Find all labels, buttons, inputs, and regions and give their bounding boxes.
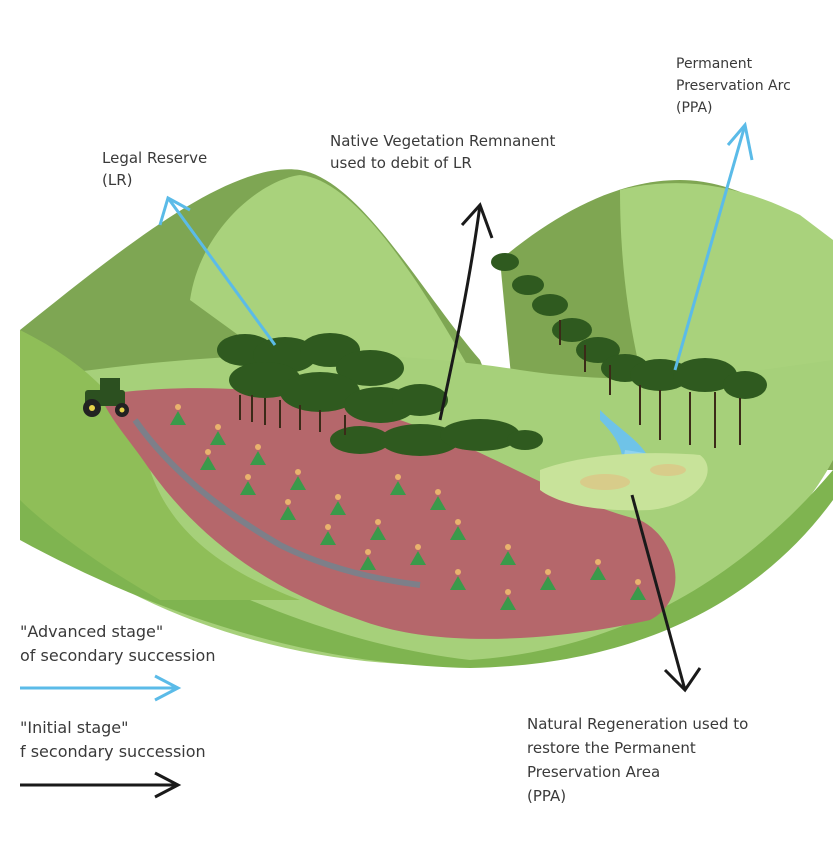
label-natural-regeneration: Natural Regeneration used to restore the…: [527, 712, 748, 808]
label-native-remnant: Native Vegetation Remnanent used to debi…: [330, 130, 555, 174]
label-ppa-top: Permanent Preservation Arc (PPA): [676, 53, 791, 119]
legend-advanced-stage: "Advanced stage" of secondary succession: [20, 620, 215, 668]
legend-arrow-advanced: [20, 676, 178, 700]
legend-initial-stage: "Initial stage" f secondary succession: [20, 716, 206, 764]
legend-arrow-initial: [20, 773, 178, 797]
label-legal-reserve: Legal Reserve (LR): [102, 147, 207, 191]
